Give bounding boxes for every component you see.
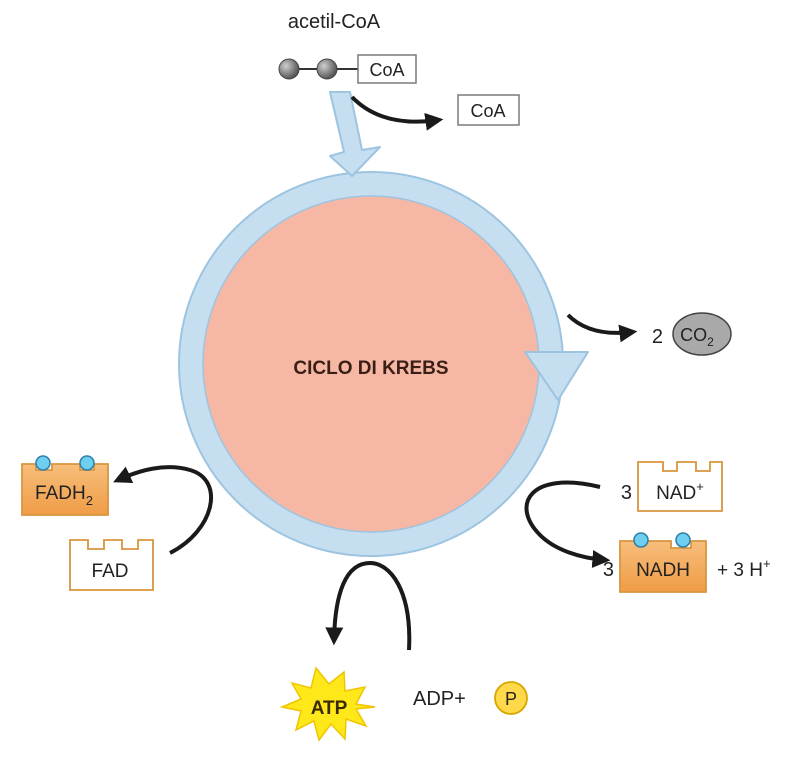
co2-subscript: 2 xyxy=(707,335,714,349)
fad-box xyxy=(69,539,154,591)
entry-arrow xyxy=(329,91,381,177)
ring-arrowhead xyxy=(524,351,589,401)
cycle-title: CICLO DI KREBS xyxy=(293,358,448,379)
electron-dot xyxy=(79,455,95,471)
phosphate-label: P xyxy=(505,689,517,709)
electron-dot xyxy=(675,532,691,548)
nadh-label: NADH xyxy=(636,560,690,581)
atp-label: ATP xyxy=(311,698,348,719)
fadh2-subscript: 2 xyxy=(86,493,93,508)
acetyl-coa-box-label: CoA xyxy=(369,60,404,80)
acetyl-coa-label: acetil-CoA xyxy=(288,11,381,33)
atp-burst xyxy=(279,666,376,742)
co2-arrow xyxy=(566,313,638,343)
released-coa-box xyxy=(457,94,520,126)
fad-label: FAD xyxy=(92,561,129,582)
nad-text: NAD+ xyxy=(656,479,704,504)
co2-molecule xyxy=(672,312,732,356)
nad-label: NAD xyxy=(656,483,696,504)
acetyl-carbon-ball xyxy=(316,58,338,80)
nad-to-nadh-arrow xyxy=(524,480,611,568)
fadh2-box xyxy=(21,463,109,516)
electron-dot xyxy=(633,532,649,548)
acetyl-coa-box xyxy=(357,54,417,84)
nadh-coefficient: 3 xyxy=(603,559,614,581)
released-coa-label: CoA xyxy=(470,101,505,121)
coa-release-arrow xyxy=(350,95,444,131)
phosphate-circle xyxy=(494,681,528,715)
adp-to-atp-arrow xyxy=(325,560,412,651)
protons-label: + 3 H xyxy=(717,560,763,581)
nad-superscript: + xyxy=(696,479,704,494)
electron-dot xyxy=(35,455,51,471)
co2-coefficient: 2 xyxy=(652,326,663,348)
fad-to-fadh2-arrow xyxy=(113,465,214,555)
protons-text: + 3 H+ xyxy=(717,556,771,581)
co2-formula: CO2 xyxy=(680,325,714,349)
nadh-box xyxy=(619,540,707,593)
fadh2-label: FADH xyxy=(35,483,86,504)
nad-coefficient: 3 xyxy=(621,482,632,504)
co2-text: CO xyxy=(680,325,707,345)
nad-box xyxy=(637,461,723,512)
acetyl-carbon-ball xyxy=(278,58,300,80)
protons-superscript: + xyxy=(763,556,771,571)
adp-label: ADP+ xyxy=(413,688,466,710)
fadh2-text: FADH2 xyxy=(35,483,93,508)
